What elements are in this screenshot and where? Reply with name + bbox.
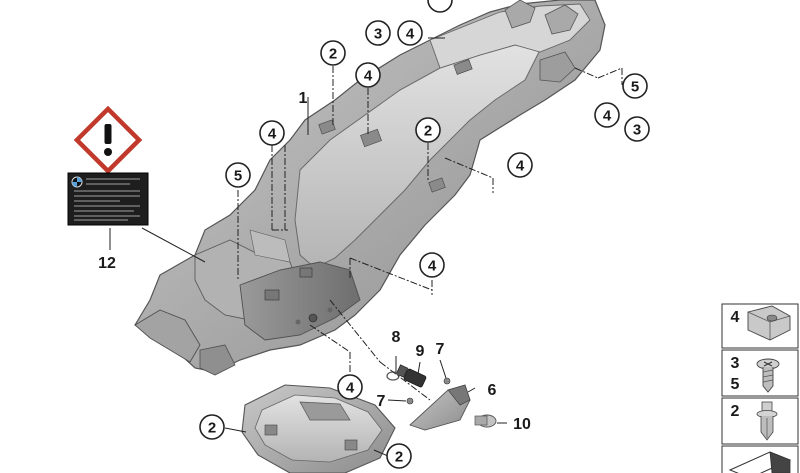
- svg-text:4: 4: [516, 158, 525, 175]
- callout-bubbles: 3 4 2 4 5 4 3 4 2 4 5 4 4 2 2: [199, 20, 650, 469]
- svg-text:4: 4: [428, 258, 437, 275]
- part-number-10[interactable]: 10: [513, 416, 531, 433]
- clip-nut-icon: [747, 305, 791, 341]
- bmw-roundel-icon: [71, 176, 83, 188]
- expanding-rivet-icon: [756, 401, 778, 441]
- legend-cell-expanding-rivet[interactable]: 2: [721, 397, 799, 445]
- part-number-12[interactable]: 12: [98, 255, 116, 272]
- data-plate-text-lines: [74, 178, 140, 221]
- callout-4-lower-right[interactable]: 4: [419, 252, 445, 278]
- part-number-labels: 1 12 8 9 7 6 7 10: [98, 90, 531, 433]
- callout-top-4[interactable]: 4: [397, 20, 423, 46]
- svg-text:4: 4: [364, 68, 373, 85]
- part-number-8[interactable]: 8: [392, 329, 401, 346]
- legend-cell-partial: [721, 445, 799, 473]
- svg-text:2: 2: [208, 420, 216, 437]
- rear-fender-part[interactable]: [134, 0, 606, 376]
- warning-sign: [73, 105, 143, 175]
- exclamation-warning-icon: [104, 124, 112, 156]
- svg-text:5: 5: [731, 376, 740, 393]
- part-number-1[interactable]: 1: [299, 90, 308, 107]
- svg-text:3: 3: [633, 122, 641, 139]
- callout-top-3[interactable]: 3: [365, 20, 391, 46]
- small-screw-part[interactable]: [406, 377, 451, 405]
- leader-lines: [237, 66, 623, 401]
- callout-4-right[interactable]: 4: [594, 102, 620, 128]
- part-number-9[interactable]: 9: [416, 343, 425, 360]
- svg-text:5: 5: [234, 168, 242, 185]
- svg-text:2: 2: [329, 46, 337, 63]
- svg-text:3: 3: [374, 26, 382, 43]
- callout-2-top[interactable]: 2: [320, 40, 346, 66]
- svg-text:4: 4: [346, 380, 355, 397]
- callout-4-bottom[interactable]: 4: [337, 374, 363, 400]
- part-number-7-upper[interactable]: 7: [436, 341, 445, 358]
- indicator-housing-part[interactable]: [409, 384, 471, 431]
- svg-text:2: 2: [424, 123, 432, 140]
- callout-3-right[interactable]: 3: [624, 116, 650, 142]
- svg-text:3: 3: [731, 355, 740, 372]
- fastener-legend: 4 3 5 2: [721, 303, 799, 473]
- svg-text:5: 5: [631, 79, 639, 96]
- callout-5-right[interactable]: 5: [622, 73, 648, 99]
- callout-5-left[interactable]: 5: [225, 162, 251, 188]
- callout-4-left[interactable]: 4: [259, 120, 285, 146]
- grommet-part[interactable]: [474, 414, 497, 428]
- seal-ring-part[interactable]: [386, 371, 400, 381]
- callout-2-center[interactable]: 2: [415, 117, 441, 143]
- svg-text:4: 4: [603, 108, 612, 125]
- data-plate: [67, 172, 149, 226]
- part-number-6[interactable]: 6: [488, 382, 497, 399]
- svg-text:4: 4: [406, 26, 415, 43]
- lower-cover-part[interactable]: [241, 384, 396, 473]
- callout-2-bottom-left[interactable]: 2: [199, 414, 225, 440]
- solid-leaders: [109, 37, 507, 457]
- callout-2-bottom-right[interactable]: 2: [386, 443, 412, 469]
- svg-text:2: 2: [395, 449, 403, 466]
- callout-4-mid-top[interactable]: 4: [355, 62, 381, 88]
- callout-cut-off-top: [427, 0, 453, 13]
- screw-icon: [756, 358, 780, 393]
- svg-text:4: 4: [731, 309, 740, 326]
- svg-text:4: 4: [268, 126, 277, 143]
- legend-cell-clip-nut[interactable]: 4: [721, 303, 799, 349]
- callout-4-center-right[interactable]: 4: [507, 152, 533, 178]
- part-number-7-lower[interactable]: 7: [377, 393, 386, 410]
- svg-text:2: 2: [731, 403, 740, 420]
- bulb-socket-part[interactable]: [395, 364, 427, 388]
- legend-cell-screw[interactable]: 3 5: [721, 349, 799, 397]
